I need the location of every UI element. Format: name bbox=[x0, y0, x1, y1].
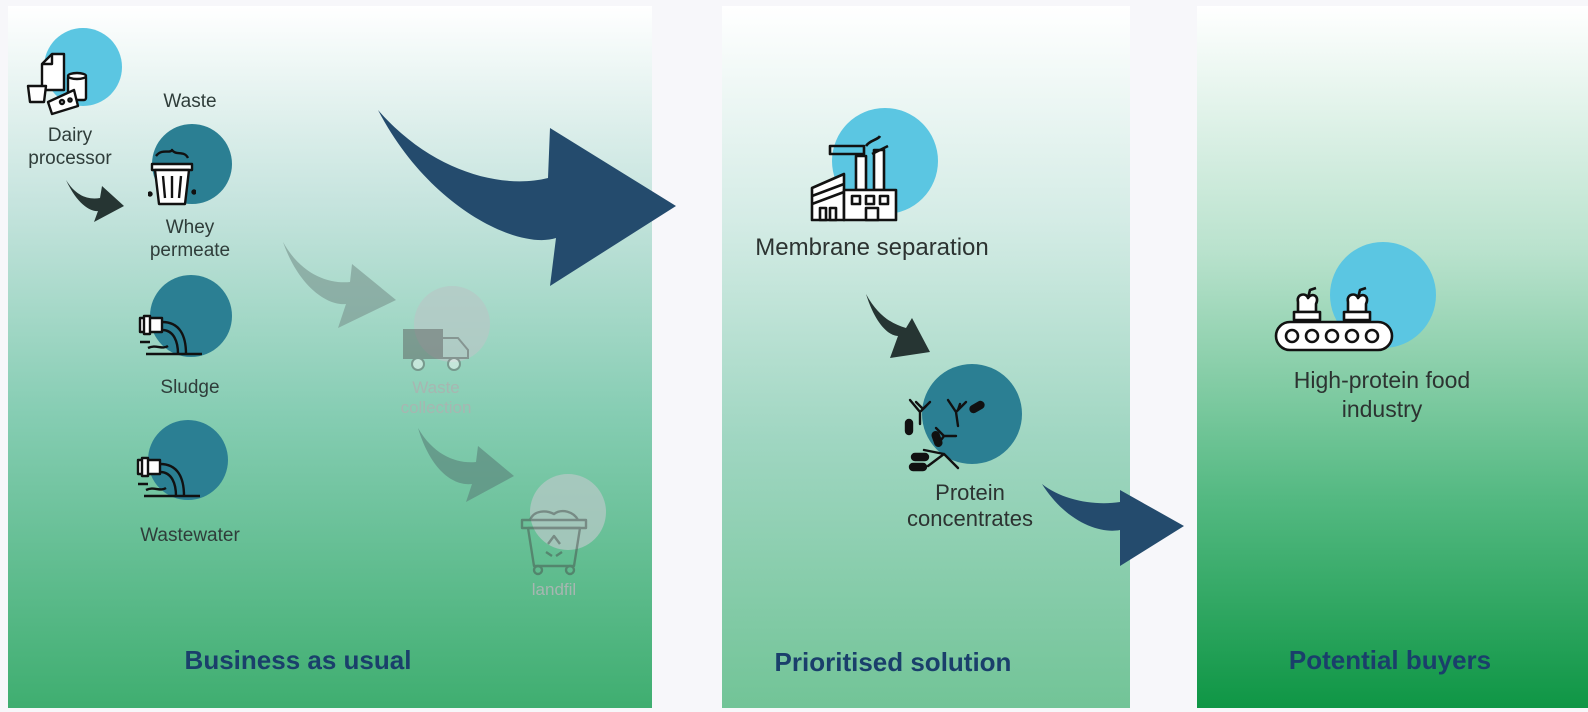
dairy-processor-label: Dairy processor bbox=[28, 125, 112, 169]
waste-label: Waste bbox=[163, 91, 217, 112]
wastewater-circle bbox=[148, 420, 228, 500]
truck-icon bbox=[403, 329, 469, 371]
high-protein-food-industry-label: High-protein food industry bbox=[1293, 367, 1471, 422]
waste-collection-circle bbox=[414, 286, 490, 362]
protein-molecule-icon bbox=[904, 398, 985, 472]
sludge-circle bbox=[150, 275, 232, 357]
arrow-dairy-to-waste bbox=[66, 180, 124, 222]
title-potential-buyers: Potential buyers bbox=[1288, 645, 1492, 675]
arrow-protein-to-buyers bbox=[1042, 484, 1184, 566]
panel-prioritised-solution bbox=[722, 6, 1130, 708]
big-arrow-to-solution bbox=[378, 110, 676, 286]
arrow-whey-to-collection bbox=[283, 242, 396, 328]
wastewater-label: Wastewater bbox=[140, 525, 240, 546]
arrow-collection-to-landfill bbox=[418, 428, 514, 502]
conveyor-belt-icon bbox=[1274, 286, 1394, 352]
recycling-dumpster-icon bbox=[520, 509, 588, 576]
arrow-membrane-to-protein bbox=[866, 294, 930, 358]
membrane-separation-label: Membrane separation bbox=[755, 234, 989, 261]
protein-concentrates-label: Protein concentrates bbox=[907, 480, 1033, 531]
discharge-pipe-icon bbox=[138, 314, 202, 356]
landfill-circle bbox=[530, 474, 606, 550]
waste-bin-icon bbox=[148, 148, 196, 206]
protein-concentrates-circle bbox=[922, 364, 1022, 464]
panel-potential-buyers bbox=[1197, 6, 1588, 708]
whey-permeate-label: Whey permeate bbox=[149, 217, 231, 261]
title-prioritised-solution: Prioritised solution bbox=[774, 647, 1012, 677]
landfill-label: landfil bbox=[531, 580, 577, 599]
discharge-pipe-icon bbox=[136, 456, 200, 498]
panel-business-as-usual bbox=[8, 6, 652, 708]
title-business-as-usual: Business as usual bbox=[184, 645, 412, 675]
factory-icon bbox=[810, 135, 898, 222]
dairy-products-icon bbox=[26, 52, 88, 116]
waste-collection-label: Waste collection bbox=[400, 378, 472, 417]
sludge-label: Sludge bbox=[160, 377, 220, 398]
